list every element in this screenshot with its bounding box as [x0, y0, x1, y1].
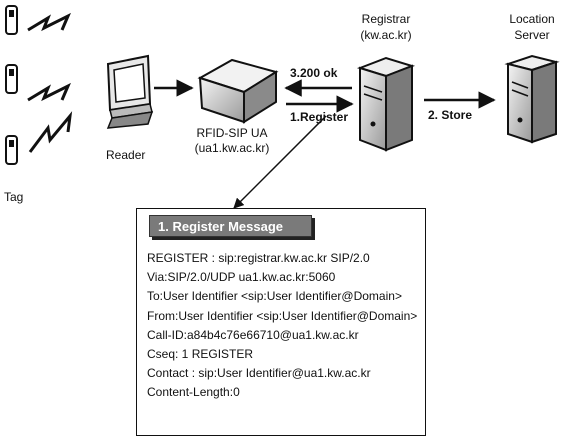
register-message-title: 1. Register Message [149, 215, 312, 237]
ok-arrow-label: 3.200 ok [290, 66, 338, 80]
wireless-signal-1-icon [27, 12, 71, 32]
tag-label: Tag [4, 190, 24, 204]
rfid-ua-addr-label: (ua1.kw.ac.kr) [194, 141, 270, 155]
message-line: From:User Identifier <sip:User Identifie… [147, 308, 418, 323]
registrar-name-label: Registrar [361, 12, 411, 26]
register-message-lines: REGISTER : sip:registrar.kw.ac.kr SIP/2.… [147, 249, 417, 403]
wireless-signal-3-icon [28, 111, 73, 153]
store-arrow-label: 2. Store [428, 108, 473, 122]
tag-device-1-icon [5, 5, 18, 35]
tag-device-3-icon [5, 135, 18, 165]
message-line: Via:SIP/2.0/UDP ua1.kw.ac.kr:5060 [147, 270, 336, 285]
location-server-icon [504, 54, 560, 144]
message-line: Call-ID:a84b4c76e66710@ua1.kw.ac.kr [147, 327, 359, 342]
message-line: Content-Length:0 [147, 385, 240, 400]
pointer-to-message [233, 115, 327, 209]
registrar-addr-label: (kw.ac.kr) [360, 28, 412, 42]
location-server-line1: Location [509, 12, 555, 26]
message-line: REGISTER : sip:registrar.kw.ac.kr SIP/2.… [147, 251, 370, 265]
registrar-server-icon [356, 56, 416, 152]
reader-label: Reader [106, 148, 146, 162]
register-message-box: 1. Register Message REGISTER : sip:regis… [136, 208, 426, 436]
reader-monitor-icon [106, 54, 154, 129]
rfid-ua-name-label: RFID-SIP UA [196, 126, 268, 140]
register-arrow-label: 1.Register [290, 110, 349, 124]
message-line: Contact : sip:User Identifier@ua1.kw.ac.… [147, 366, 371, 381]
message-line: To:User Identifier <sip:User Identifier@… [147, 289, 402, 304]
wireless-signal-2-icon [27, 82, 71, 102]
location-server-line2: Server [514, 28, 550, 42]
rfid-sip-ua-device-icon [197, 58, 279, 124]
message-line: Cseq: 1 REGISTER [147, 347, 254, 362]
tag-device-2-icon [5, 64, 18, 94]
